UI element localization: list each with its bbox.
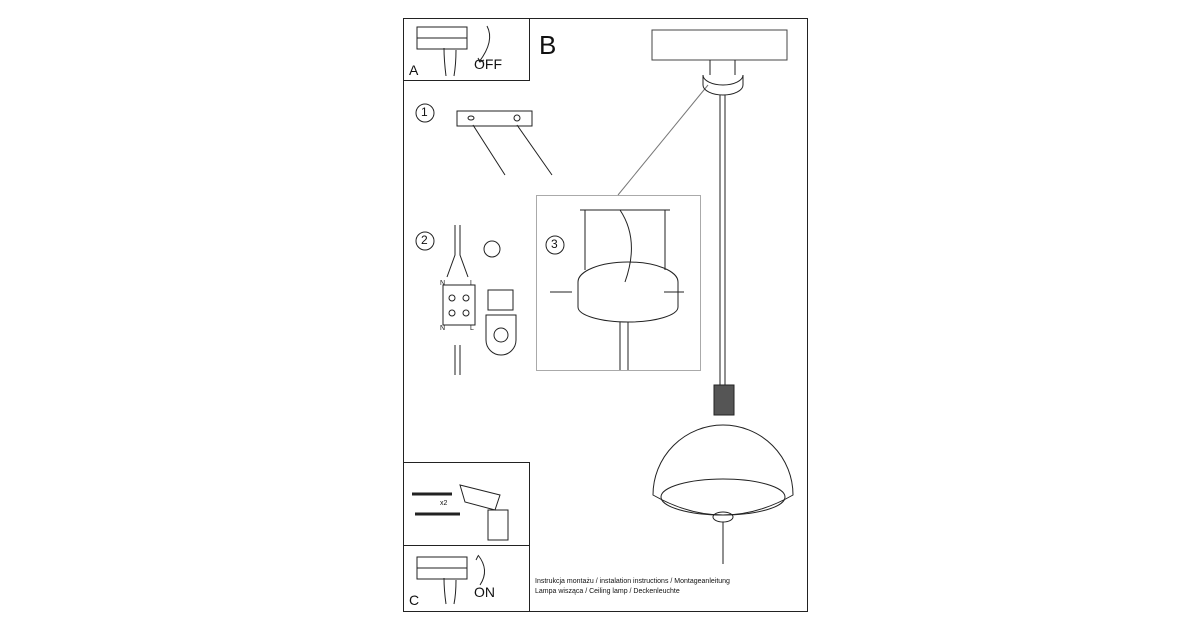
panel-b-letter: B bbox=[539, 30, 557, 60]
live-label-top: L bbox=[470, 280, 474, 287]
live-label-bottom: L bbox=[470, 325, 474, 332]
off-label: OFF bbox=[474, 56, 502, 72]
quantity-label: x2 bbox=[440, 500, 448, 507]
neutral-label-bottom: N bbox=[440, 325, 446, 332]
panel-c-letter: C bbox=[409, 592, 420, 608]
page-frame bbox=[403, 18, 808, 612]
step-3-number: 3 bbox=[551, 237, 558, 251]
panel-a-frame bbox=[403, 18, 530, 81]
mounting-bracket-step1 bbox=[415, 103, 553, 176]
fuse-box-off-icon bbox=[416, 25, 491, 77]
on-label: ON bbox=[474, 584, 495, 600]
step-1-number: 1 bbox=[421, 105, 428, 119]
drill-and-dowels bbox=[412, 484, 509, 541]
terminal-block-step2 bbox=[415, 225, 517, 375]
fuse-box-on-icon bbox=[416, 554, 485, 605]
panel-c-frame bbox=[403, 462, 530, 612]
panel-a-letter: A bbox=[409, 62, 419, 78]
pendant-lamp bbox=[651, 29, 794, 564]
step-2-number: 2 bbox=[421, 233, 428, 247]
detail-frame bbox=[536, 195, 701, 371]
footer-line-1: Instrukcja montażu / instalation instruc… bbox=[535, 578, 730, 585]
neutral-label-top: N bbox=[440, 280, 446, 287]
footer-line-2: Lampa wisząca / Ceiling lamp / Deckenleu… bbox=[535, 588, 680, 595]
canopy-detail-step3 bbox=[545, 84, 709, 370]
